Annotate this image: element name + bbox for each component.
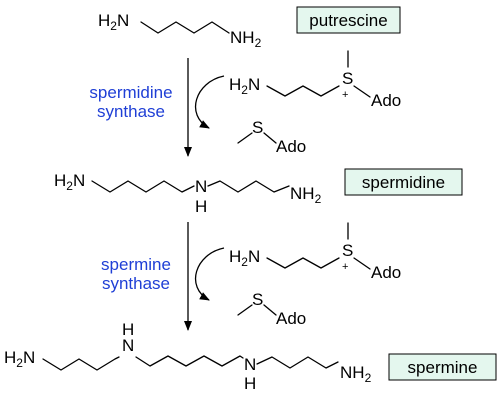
putrescine-structure: H2N NH2 [98, 11, 262, 50]
sulfonium-s: S [342, 241, 353, 260]
putrescine-chain [140, 21, 230, 34]
spermine-label: spermine [388, 353, 497, 381]
mta-adenosyl: Ado [276, 137, 306, 156]
spermidine-synthase-enzyme: spermidine synthase [89, 83, 172, 121]
mta-methyl-bond [237, 304, 253, 316]
mta-structure-2: S Ado [237, 290, 306, 328]
spermine-synthase-enzyme: spermine synthase [101, 255, 171, 293]
mta-s-ado-bond [263, 132, 277, 144]
spermine-chain-1 [42, 356, 120, 371]
sulfonium-charge: + [342, 89, 348, 101]
spermidine-secondary-n: N [195, 177, 207, 196]
spermidine-chain-left [91, 180, 195, 193]
putrescine-amine-right: NH2 [230, 28, 262, 50]
enzyme-name-line1: spermidine [89, 83, 172, 102]
putrescine-label-text: putrescine [309, 11, 387, 30]
spermine-label-text: spermine [408, 358, 478, 377]
spermine-n1: N [122, 336, 134, 355]
adenosyl-group: Ado [371, 91, 401, 110]
spermidine-amine-left: H2N [54, 171, 85, 193]
spermine-n2: N [244, 355, 256, 374]
dcsam-chain [266, 85, 340, 97]
sulfonium-charge: + [342, 261, 348, 273]
dcsam-amine: H2N [229, 247, 260, 269]
dcsam-amine: H2N [229, 75, 260, 97]
dcsam-chain [266, 257, 340, 269]
spermidine-amine-right: NH2 [290, 184, 322, 206]
mta-s: S [252, 290, 263, 309]
dcsam-structure-1: H2N S + Ado [229, 50, 401, 110]
spermine-amine-left: H2N [4, 348, 35, 370]
putrescine-amine-left: H2N [98, 11, 129, 33]
cofactor-curved-arrow-2 [194, 247, 225, 301]
spermine-structure: H2N N H N H NH2 [4, 320, 372, 393]
mta-s: S [252, 118, 263, 137]
spermine-amine-right: NH2 [340, 363, 372, 385]
spermidine-label: spermidine [344, 168, 463, 196]
enzyme-name-line2: synthase [97, 102, 165, 121]
spermine-n1-h: H [122, 320, 134, 339]
mta-s-ado-bond [263, 304, 277, 316]
cofactor-curved-arrow-1 [194, 75, 225, 129]
dcsam-structure-2: H2N S + Ado [229, 222, 401, 282]
spermidine-label-text: spermidine [362, 173, 445, 192]
s-ado-bond [353, 257, 371, 270]
mta-methyl-bond [237, 132, 253, 144]
spermine-n2-h: H [244, 374, 256, 393]
putrescine-label: putrescine [296, 6, 401, 34]
spermidine-nh-h: H [195, 197, 207, 216]
spermine-chain-3 [256, 356, 339, 369]
sulfonium-s: S [342, 69, 353, 88]
mta-structure-1: S Ado [237, 118, 306, 156]
enzyme-name-line1: spermine [101, 255, 171, 274]
enzyme-name-line2: synthase [102, 274, 170, 293]
spermidine-structure: H2N N H NH2 [54, 171, 322, 216]
mta-adenosyl: Ado [276, 309, 306, 328]
s-ado-bond [353, 85, 371, 98]
adenosyl-group: Ado [371, 263, 401, 282]
spermine-chain-2 [135, 355, 244, 367]
spermidine-chain-right [207, 180, 290, 193]
